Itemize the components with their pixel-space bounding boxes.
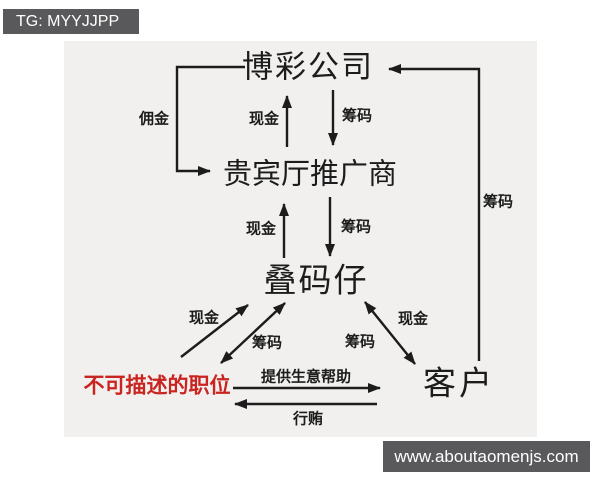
arrow-cash-chips-agent-customer — [364, 301, 416, 365]
node-vip-room-promoter: 贵宾厅推广商 — [222, 158, 398, 191]
edge-label-chips-left: 筹码 — [251, 335, 283, 352]
diagram-panel — [64, 41, 537, 437]
edge-label-cash-company-promoter: 现金 — [248, 111, 280, 128]
edge-label-cash-promoter-agent: 现金 — [245, 221, 277, 238]
edge-label-chips-right: 筹码 — [344, 334, 376, 351]
node-betting-company: 博彩公司 — [242, 49, 374, 85]
arrow-chips-agent-unspeakable — [220, 302, 286, 364]
edge-label-cash-right: 现金 — [397, 311, 429, 328]
edge-label-chips-promoter-agent: 筹码 — [340, 219, 372, 236]
telegram-badge: TG: MYYJJPP — [3, 9, 139, 34]
edge-label-chips-customer-company: 筹码 — [482, 194, 514, 211]
edge-label-provide-business-help: 提供生意帮助 — [260, 369, 352, 386]
node-junket-agent: 叠码仔 — [263, 263, 369, 300]
edge-label-cash-left: 现金 — [188, 310, 220, 327]
edge-label-chips-company-promoter: 筹码 — [341, 108, 373, 125]
arrow-commission — [175, 65, 245, 176]
edge-label-bribery: 行贿 — [292, 411, 324, 428]
telegram-badge-text: TG: MYYJJPP — [16, 12, 120, 30]
node-unspeakable-position: 不可描述的职位 — [83, 373, 231, 398]
website-badge-text: www.aboutaomenjs.com — [394, 446, 579, 466]
arrow-chips-customer-to-company — [388, 64, 481, 361]
website-badge: www.aboutaomenjs.com — [383, 441, 590, 472]
node-customer: 客户 — [423, 366, 495, 403]
edge-label-commission: 佣金 — [138, 111, 170, 128]
